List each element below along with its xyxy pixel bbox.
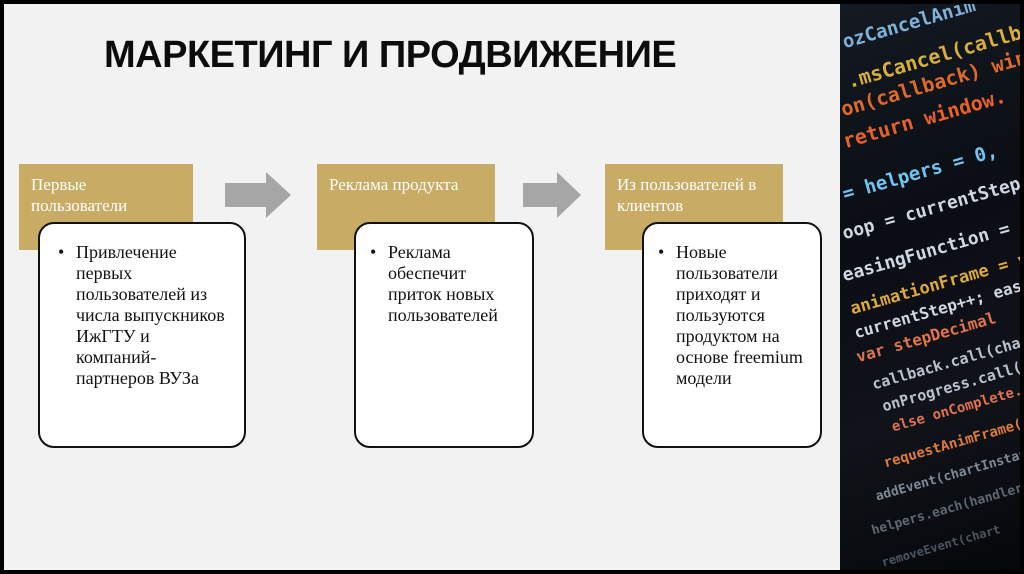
right-arrow-icon (523, 172, 581, 218)
step-2-card: Реклама обеспечит приток новых пользоват… (354, 222, 534, 448)
step-1-list: Привлечение первых пользователей из числ… (56, 242, 230, 389)
slide-title: МАРКЕТИНГ И ПРОДВИЖЕНИЕ (104, 34, 677, 76)
step-3-header-label: Из пользователей в клиентов (617, 175, 757, 215)
step-2-header-label: Реклама продукта (329, 175, 459, 194)
slide-content: МАРКЕТИНГ И ПРОДВИЖЕНИЕ Первые пользоват… (4, 4, 840, 570)
slide: МАРКЕТИНГ И ПРОДВИЖЕНИЕ Первые пользоват… (4, 4, 1020, 570)
step-2-list: Реклама обеспечит приток новых пользоват… (368, 242, 522, 326)
step-3-list: Новые пользователи приходят и пользуются… (656, 242, 810, 389)
step-3-bullet: Новые пользователи приходят и пользуются… (656, 242, 810, 389)
code-background-image: ozCancelAnim .msCancel(callback) on(call… (840, 4, 1020, 570)
right-arrow-icon (225, 172, 291, 218)
step-1-header-label: Первые пользователи (31, 175, 128, 215)
step-1-card: Привлечение первых пользователей из числ… (38, 222, 246, 448)
step-1-bullet: Привлечение первых пользователей из числ… (56, 242, 230, 389)
step-3-card: Новые пользователи приходят и пользуются… (642, 222, 822, 448)
step-2-bullet: Реклама обеспечит приток новых пользоват… (368, 242, 522, 326)
